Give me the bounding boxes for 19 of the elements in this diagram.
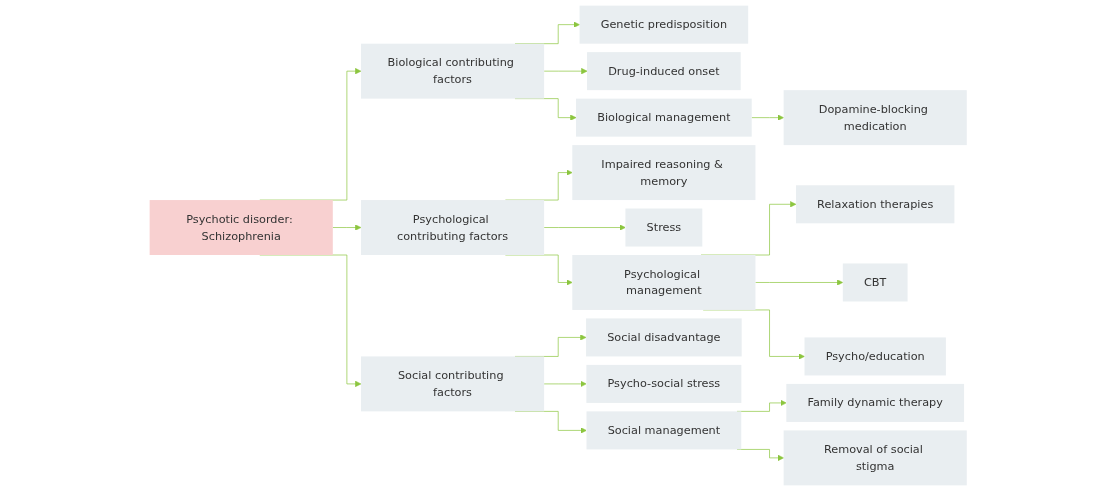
node-box: Social contributing factors <box>361 356 545 412</box>
node-box: Psycho/education <box>804 337 947 376</box>
node-box: Psychological management <box>572 255 756 310</box>
node-box: Psycho-social stress <box>586 364 742 403</box>
node-box: Dopamine-blocking medication <box>783 90 968 146</box>
node-box: Stress <box>625 208 703 247</box>
node-box: Biological management <box>576 98 752 137</box>
node-box: Psychotic disorder: Schizophrenia <box>149 200 334 255</box>
node-box: Impaired reasoning & memory <box>572 145 756 201</box>
node-box: Social disadvantage <box>586 318 742 357</box>
node-box: Drug-induced onset <box>587 52 741 91</box>
node-box: Relaxation therapies <box>796 185 955 224</box>
node-box: Family dynamic therapy <box>786 383 965 422</box>
node-box: CBT <box>843 263 908 302</box>
node-box: Psychological contributing factors <box>361 200 545 255</box>
node-box: Social management <box>586 411 742 450</box>
node-box: Removal of social stigma <box>783 430 968 486</box>
node-box: Genetic predisposition <box>579 5 749 44</box>
node-box: Biological contributing factors <box>361 43 545 99</box>
